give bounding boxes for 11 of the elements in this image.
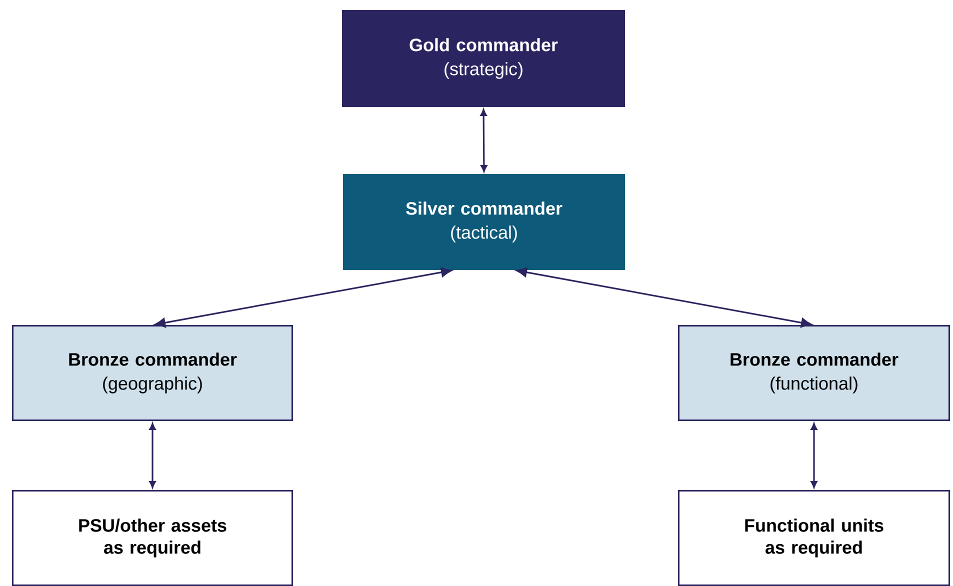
unit-box: PSU/other assets as required: [12, 490, 293, 586]
arrow: [480, 109, 488, 172]
arrow: [154, 267, 452, 328]
command-box: Bronze commander (geographic): [12, 325, 293, 421]
unit-box: Functional units as required: [678, 490, 950, 586]
command-box: Bronze commander (functional): [678, 325, 950, 421]
arrow: [149, 423, 156, 488]
command-box: Silver commander (tactical): [343, 174, 625, 270]
command-box: Gold commander (strategic): [342, 10, 625, 107]
arrow: [810, 423, 818, 488]
arrow: [516, 267, 812, 328]
